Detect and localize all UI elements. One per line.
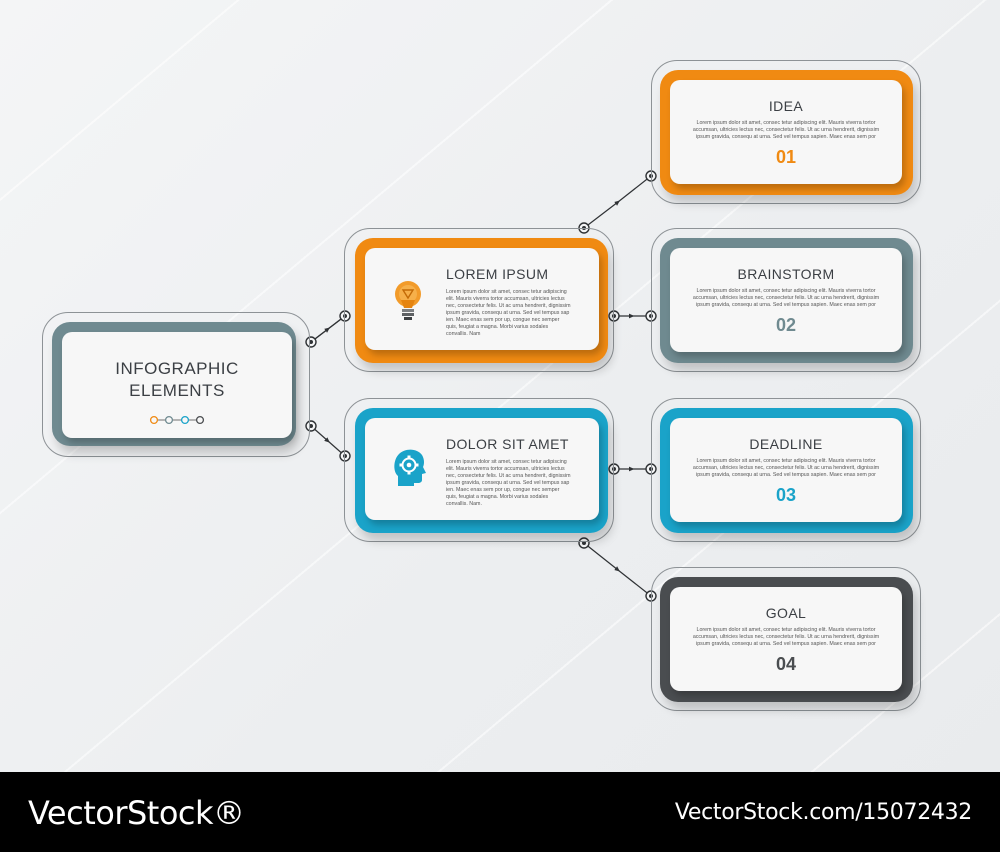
brainstorm-card: BRAINSTORM Lorem ipsum dolor sit amet, c… (670, 248, 902, 352)
goal-body: Lorem ipsum dolor sit amet, consec tetur… (692, 627, 880, 647)
idea-body: Lorem ipsum dolor sit amet, consec tetur… (692, 120, 880, 140)
mid1-text-block: LOREM IPSUM Lorem ipsum dolor sit amet, … (446, 266, 586, 338)
mid2-title: DOLOR SIT AMET (446, 436, 569, 452)
mid1-outline (344, 228, 614, 372)
mid2-card: DOLOR SIT AMET Lorem ipsum dolor sit ame… (365, 418, 599, 520)
progress-dots (149, 415, 205, 425)
mid2-outline (344, 398, 614, 542)
link-root-mid2 (310, 425, 346, 457)
watermark-footer: VectorStock® VectorStock.com/15072432 (0, 772, 1000, 852)
idea-number: 01 (775, 147, 797, 167)
root-title-line1: INFOGRAPHIC (115, 359, 239, 378)
infographic-canvas: INFOGRAPHIC ELEMENTS LOREM IPSUM Lorem i… (0, 0, 1000, 772)
mid1-card: LOREM IPSUM Lorem ipsum dolor sit amet, … (365, 248, 599, 350)
footer-url: VectorStock.com/15072432 (674, 800, 972, 825)
lightbulb-icon (395, 281, 421, 320)
mid1-body: Lorem ipsum dolor sit amet, consec tetur… (446, 289, 571, 337)
brainstorm-outline (651, 228, 921, 372)
brainstorm-body: Lorem ipsum dolor sit amet, consec tetur… (692, 288, 880, 308)
deadline-card: DEADLINE Lorem ipsum dolor sit amet, con… (670, 418, 902, 522)
mid1-title: LOREM IPSUM (446, 266, 549, 282)
brainstorm-number: 02 (775, 315, 797, 335)
mid2-body: Lorem ipsum dolor sit amet, consec tetur… (446, 459, 571, 507)
idea-title: IDEA (768, 98, 804, 114)
goal-card: GOAL Lorem ipsum dolor sit amet, consec … (670, 587, 902, 691)
deadline-outline (651, 398, 921, 542)
goal-title: GOAL (765, 605, 807, 621)
deadline-title: DEADLINE (749, 436, 823, 452)
idea-outline (651, 60, 921, 204)
head-gear-icon (394, 449, 426, 486)
brainstorm-title: BRAINSTORM (737, 266, 835, 282)
link-mid2-goal (583, 542, 652, 597)
root-card: INFOGRAPHIC ELEMENTS (62, 332, 292, 438)
link-root-mid1 (310, 315, 346, 343)
footer-brand: VectorStock® (28, 794, 245, 832)
root-outline (42, 312, 310, 457)
goal-number: 04 (775, 654, 797, 674)
goal-outline (651, 567, 921, 711)
link-root-mid1-arrow (310, 315, 346, 343)
root-title-line2: ELEMENTS (129, 381, 225, 400)
deadline-body: Lorem ipsum dolor sit amet, consec tetur… (692, 458, 880, 478)
root-title: INFOGRAPHIC ELEMENTS (62, 358, 292, 402)
mid2-text-block: DOLOR SIT AMET Lorem ipsum dolor sit ame… (446, 436, 591, 508)
deadline-number: 03 (775, 485, 797, 505)
idea-card: IDEA Lorem ipsum dolor sit amet, consec … (670, 80, 902, 184)
link-mid1-idea (583, 175, 652, 229)
